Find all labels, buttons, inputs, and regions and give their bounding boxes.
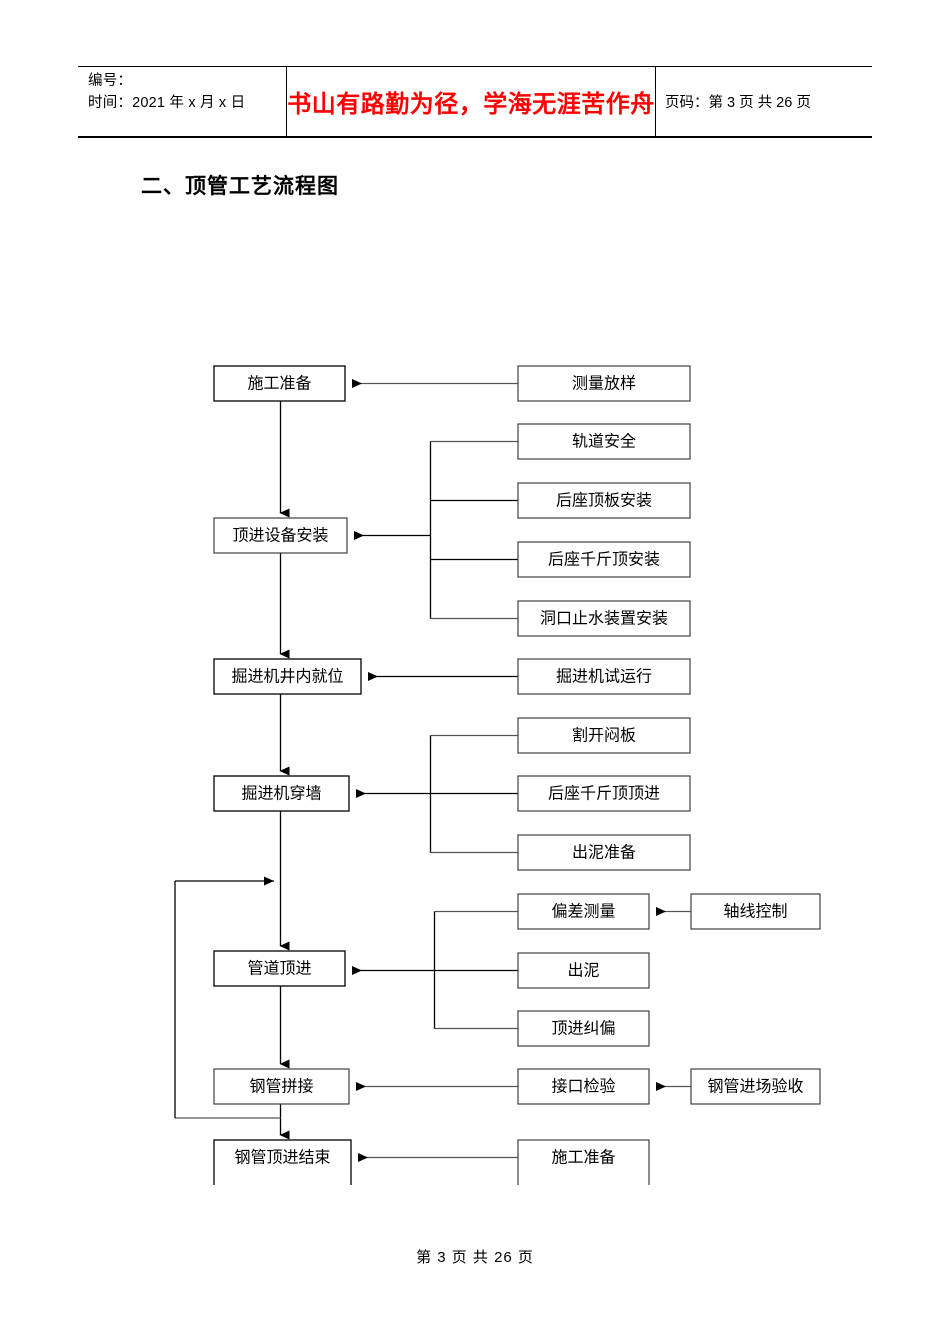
flow-node-label: 钢管顶进结束 (234, 1149, 330, 1167)
header-doc-meta: 编号： 时间：2021 年 x 月 x 日 (88, 71, 280, 115)
flow-node-label: 钢管进场验收 (707, 1078, 803, 1096)
flow-node-label: 顶进设备安装 (232, 527, 328, 545)
flow-node-f2[interactable]: 钢管进场验收 (690, 1068, 821, 1105)
flow-node-label: 掘进机试运行 (556, 668, 652, 686)
flow-node-s14[interactable]: 施工准备 (517, 1139, 650, 1185)
flow-node-label: 出泥准备 (572, 844, 636, 862)
header-motto: 书山有路勤为径，学海无涯苦作舟 (287, 89, 655, 118)
flowchart-svg: 施工准备 顶进设备安装 掘进机井内就位 掘进机穿墙 管道顶进 钢管拼接 (174, 365, 821, 1185)
flow-node-label: 洞口止水装置安装 (540, 610, 668, 628)
flow-node-f1[interactable]: 轴线控制 (690, 893, 821, 930)
flow-node-label: 管道顶进 (247, 960, 311, 978)
bus-group-equipment-install (354, 440, 518, 620)
feedback-loop (174, 876, 281, 1119)
header-divider-left (286, 66, 287, 137)
flow-node-s11[interactable]: 出泥 (517, 952, 650, 989)
flow-node-label: 轴线控制 (723, 903, 787, 921)
page-title: 二、顶管工艺流程图 (141, 175, 339, 198)
flow-node-s7[interactable]: 割开闷板 (517, 717, 691, 754)
flow-node-n7[interactable]: 钢管顶进结束 (213, 1139, 352, 1185)
flow-node-s4[interactable]: 后座千斤顶安装 (517, 541, 691, 578)
flow-node-label: 割开闷板 (572, 727, 636, 745)
flow-node-s3[interactable]: 后座顶板安装 (517, 482, 691, 519)
bus-group-pipe-jacking (352, 910, 518, 1030)
flow-node-s6[interactable]: 掘进机试运行 (517, 658, 691, 695)
flow-node-label: 后座顶板安装 (556, 492, 652, 510)
flow-node-label: 顶进纠偏 (551, 1020, 615, 1038)
flow-node-s2[interactable]: 轨道安全 (517, 423, 691, 460)
flow-node-n4[interactable]: 掘进机穿墙 (213, 775, 350, 812)
flow-node-s1[interactable]: 测量放样 (517, 365, 691, 402)
header-divider-right (655, 66, 656, 137)
flow-node-n1[interactable]: 施工准备 (213, 365, 346, 402)
flow-node-label: 施工准备 (247, 375, 311, 393)
flow-node-label: 后座千斤顶安装 (548, 551, 660, 569)
support-connectors (352, 379, 691, 1162)
header-top-rule (78, 66, 872, 67)
flow-node-label: 偏差测量 (551, 903, 615, 921)
header-doc-date: 时间：2021 年 x 月 x 日 (88, 94, 246, 111)
flow-node-s5[interactable]: 洞口止水装置安装 (517, 600, 691, 637)
flow-node-label: 钢管拼接 (249, 1078, 313, 1096)
flow-node-label: 接口检验 (551, 1078, 615, 1096)
footer-pagination: 第 3 页 共 26 页 (416, 1249, 534, 1266)
flow-node-n6[interactable]: 钢管拼接 (213, 1068, 350, 1105)
flow-node-label: 掘进机穿墙 (241, 785, 321, 803)
header-doc-number: 编号： (88, 73, 133, 89)
flow-node-n3[interactable]: 掘进机井内就位 (213, 658, 362, 695)
flow-node-label: 出泥 (567, 962, 599, 980)
flow-node-s9[interactable]: 出泥准备 (517, 834, 691, 871)
process-flowchart: 施工准备 顶进设备安装 掘进机井内就位 掘进机穿墙 管道顶进 钢管拼接 (0, 340, 950, 1185)
flow-node-s13[interactable]: 接口检验 (517, 1068, 650, 1105)
header-pagination: 页码：第 3 页 共 26 页 (665, 95, 811, 111)
flow-node-label: 测量放样 (572, 375, 636, 393)
flow-node-n5[interactable]: 管道顶进 (213, 950, 346, 987)
flow-node-s12[interactable]: 顶进纠偏 (517, 1010, 650, 1047)
flow-node-label: 后座千斤顶顶进 (548, 785, 660, 803)
flow-node-n2[interactable]: 顶进设备安装 (213, 517, 348, 554)
flow-node-label: 轨道安全 (572, 433, 636, 451)
flow-node-s10[interactable]: 偏差测量 (517, 893, 650, 930)
page-footer: 第 3 页 共 26 页 (0, 1246, 950, 1267)
bus-group-wall-penetration (356, 734, 518, 854)
flow-node-label: 施工准备 (551, 1149, 615, 1167)
header-bottom-rule (78, 136, 872, 138)
flow-node-s8[interactable]: 后座千斤顶顶进 (517, 775, 691, 812)
flow-node-label: 掘进机井内就位 (231, 668, 343, 686)
